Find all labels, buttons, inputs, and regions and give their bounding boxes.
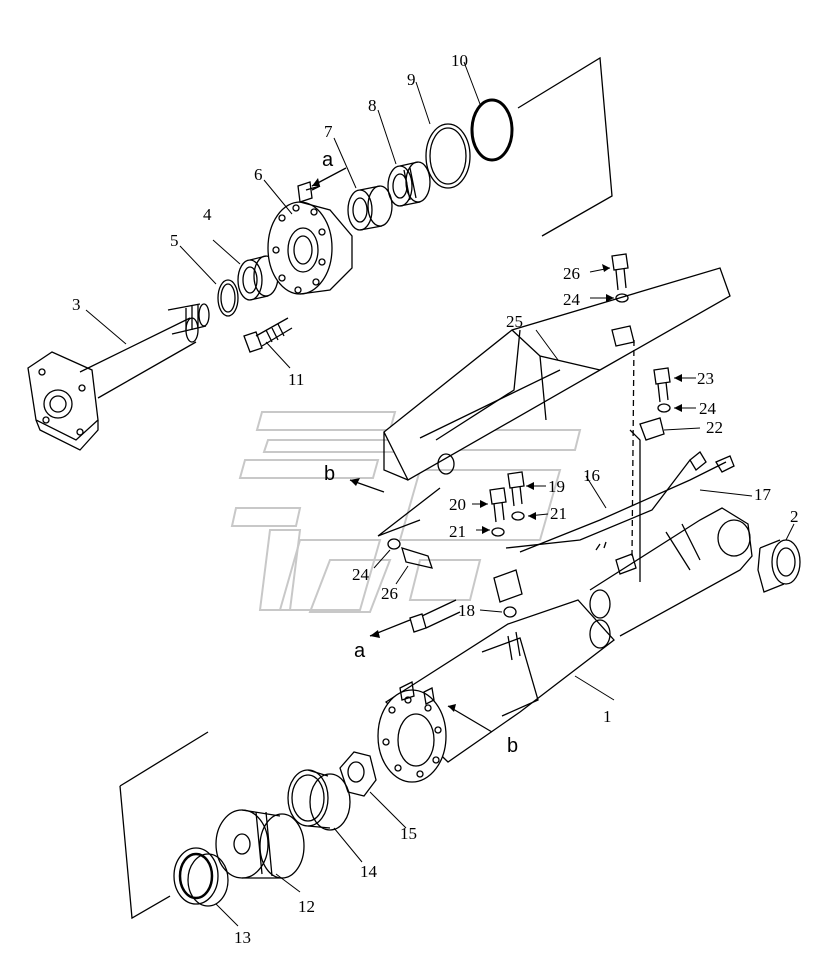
fasteners xyxy=(305,185,671,633)
label-6: 6 xyxy=(254,165,263,184)
part-6-housing xyxy=(267,181,353,295)
label-17: 17 xyxy=(754,485,772,504)
part-7-ring xyxy=(347,185,393,231)
part-14-ring xyxy=(287,769,351,831)
part-11-bolt xyxy=(243,317,293,353)
label-15: 15 xyxy=(400,824,417,843)
label-26a: 26 xyxy=(563,264,580,283)
label-24a: 24 xyxy=(563,290,581,309)
part-13-ring xyxy=(173,847,229,907)
part-15-nut xyxy=(339,751,377,797)
label-7: 7 xyxy=(324,122,333,141)
marker-a-bottom: a xyxy=(354,640,366,662)
label-21a: 21 xyxy=(550,504,567,523)
label-1: 1 xyxy=(603,707,612,726)
label-25: 25 xyxy=(506,312,523,331)
label-26b: 26 xyxy=(381,584,398,603)
label-22: 22 xyxy=(706,418,723,437)
label-13: 13 xyxy=(234,928,251,947)
part-2-bushing xyxy=(757,539,801,593)
label-8: 8 xyxy=(368,96,377,115)
part-22-plate xyxy=(639,417,665,441)
label-10: 10 xyxy=(451,51,468,70)
hoses-16-17 xyxy=(505,339,735,582)
label-20: 20 xyxy=(449,495,466,514)
label-3: 3 xyxy=(72,295,81,314)
label-21b: 21 xyxy=(449,522,466,541)
label-5: 5 xyxy=(170,231,179,250)
part-8-bearing xyxy=(387,161,431,207)
part-3-shaft xyxy=(27,303,210,451)
part-9-seal xyxy=(425,123,471,189)
part-10-o-ring xyxy=(470,98,514,162)
label-18: 18 xyxy=(458,601,475,620)
part-labels: 1 2 3 4 5 6 7 8 9 10 11 12 13 14 15 16 1… xyxy=(72,51,799,947)
label-24b: 24 xyxy=(699,399,717,418)
part-5-snap-ring xyxy=(217,279,239,317)
label-11: 11 xyxy=(288,370,304,389)
label-24c: 24 xyxy=(352,565,370,584)
arrow-heads xyxy=(312,178,682,712)
drawing-lines xyxy=(27,56,801,927)
cylinder-flange xyxy=(377,681,447,783)
label-2: 2 xyxy=(790,507,799,526)
marker-a-top: a xyxy=(322,149,334,171)
part-25-arm xyxy=(377,267,731,537)
leader-lines xyxy=(85,61,795,927)
marker-b-left: b xyxy=(324,463,335,485)
part-12-piston xyxy=(215,809,305,879)
label-4: 4 xyxy=(203,205,212,224)
label-19: 19 xyxy=(548,477,565,496)
label-12: 12 xyxy=(298,897,315,916)
marker-b-bottom: b xyxy=(507,735,518,757)
label-23: 23 xyxy=(697,369,714,388)
label-16: 16 xyxy=(583,466,600,485)
label-14: 14 xyxy=(360,862,378,881)
label-9: 9 xyxy=(407,70,416,89)
